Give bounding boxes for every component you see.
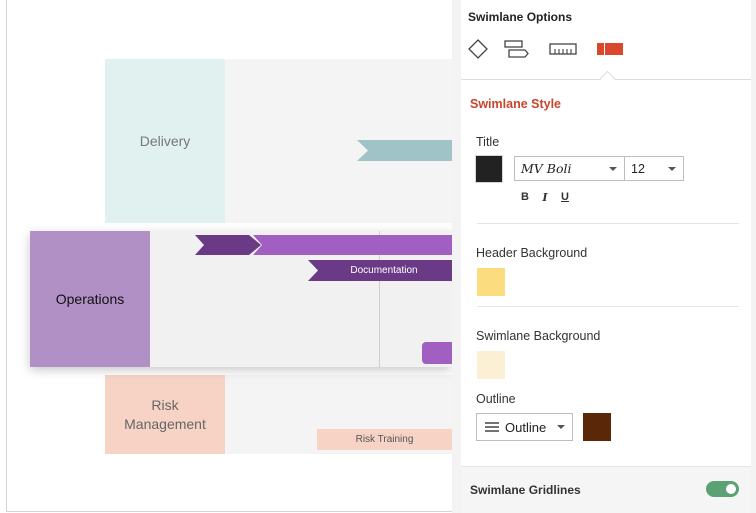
gridlines-toggle[interactable] (706, 481, 739, 497)
process-shape-icon[interactable] (503, 38, 531, 60)
operations-task-block[interactable] (422, 342, 452, 364)
diamond-shape-icon[interactable] (467, 38, 489, 60)
risk-management-lane-header[interactable]: Risk Management (105, 375, 225, 454)
documentation-label: Documentation (350, 265, 418, 276)
panel-title: Swimlane Options (468, 10, 573, 24)
swimlane-options-panel: Swimlane Options Swimlane Style (452, 0, 756, 513)
outline-color-swatch[interactable] (583, 413, 611, 441)
gridlines-label: Swimlane Gridlines (470, 483, 581, 497)
font-family-value: MV Boli (521, 161, 572, 176)
delivery-task-bar[interactable] (357, 140, 452, 161)
chevron-down-icon (557, 425, 565, 429)
operations-task-bar[interactable] (253, 235, 452, 255)
operations-lane-label: Operations (55, 290, 125, 307)
operations-lane[interactable]: Operations Documentation (30, 231, 452, 367)
line-style-icon (485, 421, 499, 433)
toggle-knob (726, 484, 736, 494)
outline-label: Outline (476, 392, 516, 406)
chevron-down-icon (668, 166, 676, 171)
delivery-lane-label: Delivery (139, 132, 191, 149)
gridlines-footer: Swimlane Gridlines (461, 466, 751, 513)
underline-button[interactable]: U (561, 191, 569, 203)
title-color-swatch[interactable] (475, 155, 503, 183)
outline-style-dropdown[interactable]: Outline (476, 413, 573, 441)
ruler-timeline-icon[interactable] (548, 38, 578, 60)
risk-training-task-bar[interactable]: Risk Training (317, 429, 452, 450)
font-size-dropdown[interactable]: 12 (624, 156, 684, 181)
swimlane-background-swatch[interactable] (477, 351, 505, 379)
section-title-swimlane-style: Swimlane Style (470, 97, 562, 111)
divider (477, 306, 739, 307)
panel-content: Swimlane Options Swimlane Style (461, 0, 751, 513)
selected-tab-pointer (599, 70, 616, 87)
chevron-down-icon (609, 166, 617, 171)
bold-button[interactable]: B (521, 191, 529, 203)
diagram-canvas[interactable]: Delivery Risk Management Risk Training O… (0, 0, 452, 513)
italic-button[interactable]: I (542, 190, 548, 204)
operations-lane-header[interactable]: Operations (30, 231, 150, 367)
title-label: Title (476, 135, 500, 149)
header-background-label: Header Background (476, 246, 588, 260)
font-family-dropdown[interactable]: MV Boli (514, 156, 625, 181)
delivery-lane-header[interactable]: Delivery (105, 59, 225, 223)
header-background-swatch[interactable] (477, 268, 505, 296)
swimlane-background-label: Swimlane Background (476, 329, 601, 343)
swimlane-icon[interactable] (596, 38, 624, 60)
outline-style-value: Outline (505, 419, 547, 435)
documentation-task-bar[interactable]: Documentation (308, 260, 452, 281)
risk-training-label: Risk Training (355, 434, 414, 445)
timeline-divider (379, 231, 380, 367)
operations-milestone-chevron[interactable] (195, 235, 261, 255)
divider (477, 223, 739, 224)
font-size-value: 12 (631, 161, 645, 176)
risk-management-lane-label: Risk Management (124, 396, 206, 432)
